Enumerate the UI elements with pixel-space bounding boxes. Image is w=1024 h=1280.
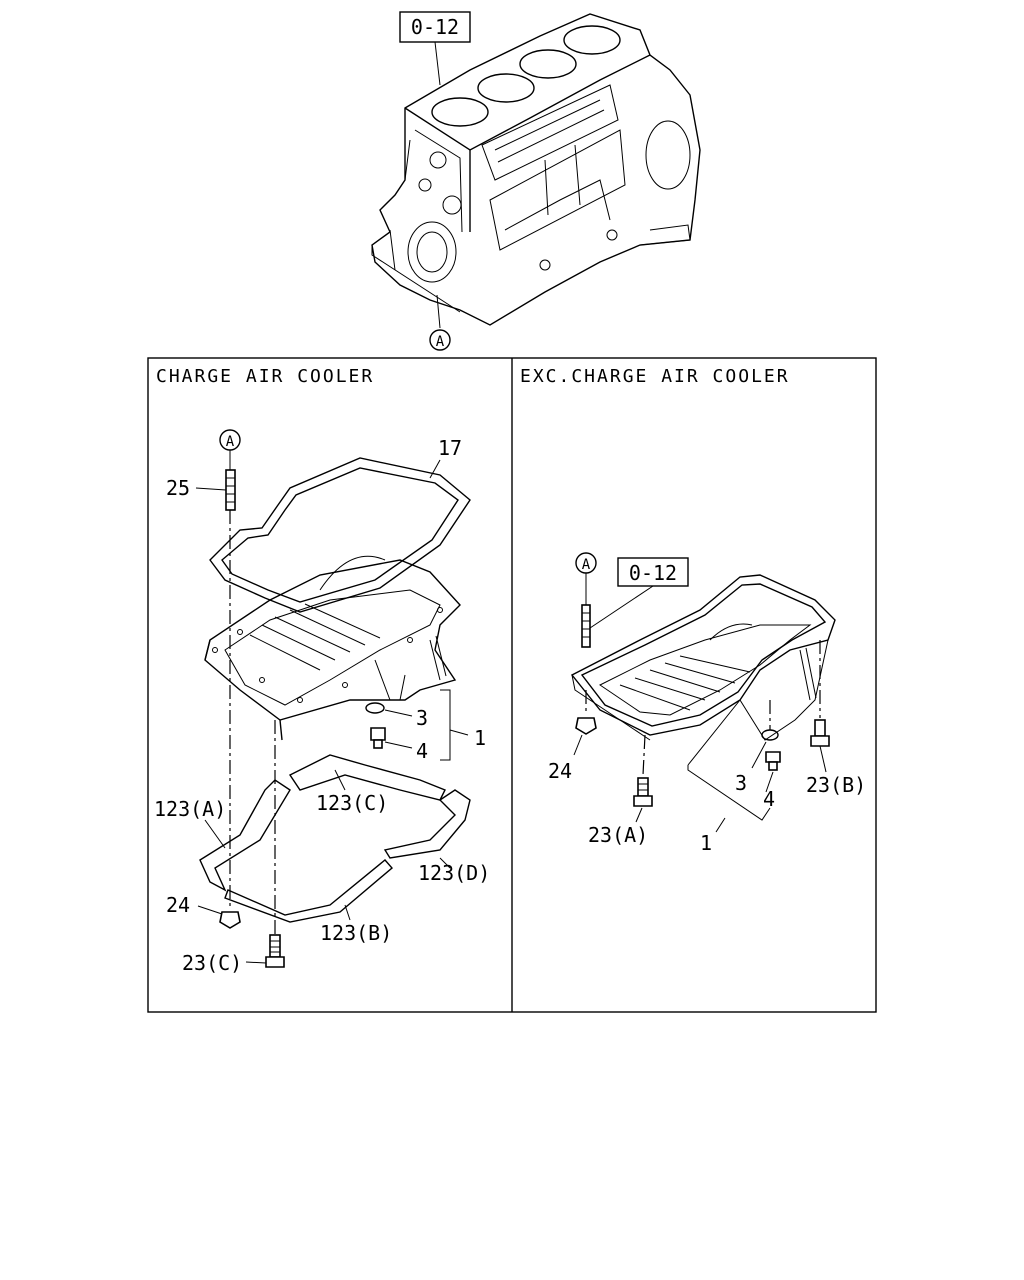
label-123b: 123(B) [320, 921, 392, 945]
marker-a-left: A [226, 434, 235, 450]
label-4-left: 4 [416, 739, 428, 763]
ref-label-top: 0-12 [411, 15, 459, 39]
marker-a-top: A [436, 334, 445, 350]
label-23a: 23(A) [588, 823, 648, 847]
label-3-right: 3 [735, 771, 747, 795]
right-panel-header: EXC.CHARGE AIR COOLER [520, 366, 790, 387]
label-123d: 123(D) [418, 861, 490, 885]
label-1-left: 1 [474, 726, 486, 750]
label-123c: 123(C) [316, 791, 388, 815]
label-23c: 23(C) [182, 951, 242, 975]
label-4-right: 4 [763, 787, 775, 811]
label-25: 25 [166, 476, 190, 500]
right-assembly: A [570, 552, 836, 833]
marker-a-right: A [582, 557, 591, 573]
label-23b: 23(B) [806, 773, 866, 797]
label-17: 17 [438, 436, 462, 460]
left-panel-header: CHARGE AIR COOLER [156, 366, 374, 387]
label-123a: 123(A) [154, 797, 226, 821]
ref-label-right: 0-12 [629, 561, 677, 585]
panel-frame [147, 357, 877, 1013]
label-1-right: 1 [700, 831, 712, 855]
left-assembly: A [195, 429, 471, 968]
label-24-left: 24 [166, 893, 190, 917]
label-24-right: 24 [548, 759, 572, 783]
label-3-left: 3 [416, 706, 428, 730]
engine-block-illustration [371, 13, 701, 326]
